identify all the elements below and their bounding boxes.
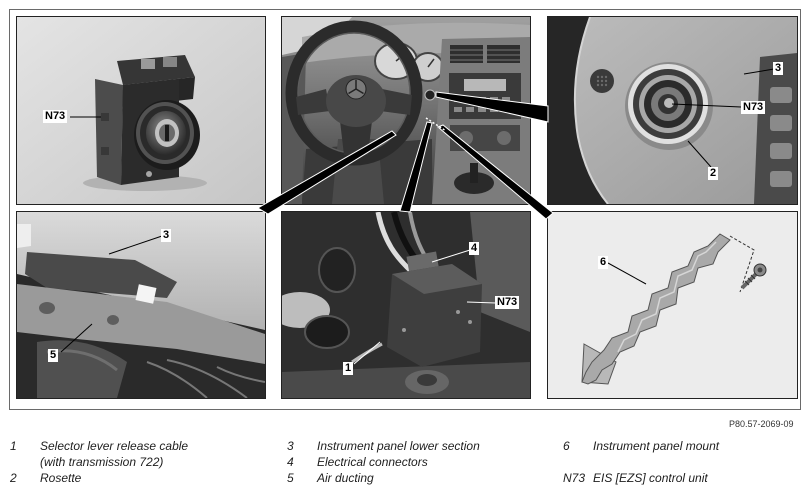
speaker-grille bbox=[590, 69, 614, 93]
legend-key: 4 bbox=[287, 455, 294, 469]
legend-key: 3 bbox=[287, 439, 294, 453]
legend-item: 4 Electrical connectors bbox=[287, 454, 480, 470]
screw bbox=[740, 263, 767, 290]
ignition-switch bbox=[424, 89, 436, 101]
legend-item: 1 Selector lever release cable (with tra… bbox=[10, 438, 188, 470]
callout-3: 3 bbox=[773, 62, 784, 75]
callout-lines bbox=[60, 235, 163, 353]
legend-column: 3 Instrument panel lower section 4 Elect… bbox=[287, 438, 480, 486]
callout-5: 5 bbox=[48, 349, 59, 362]
legend-text: (with transmission 722) bbox=[40, 455, 164, 469]
callout-n73: N73 bbox=[43, 110, 68, 123]
drawing-panel-mount: 6 bbox=[547, 211, 798, 399]
mounting-bracket bbox=[17, 284, 265, 364]
figure-reference: P80.57-2069-09 bbox=[729, 419, 794, 429]
photo-panel-lower-section: 3 5 bbox=[16, 211, 266, 399]
switch-strip bbox=[754, 53, 797, 204]
callout-n73: N73 bbox=[495, 296, 520, 309]
panel-mount-drawing bbox=[548, 212, 797, 398]
callout-lines bbox=[671, 68, 775, 168]
legend-text: Selector lever release cable bbox=[40, 439, 189, 453]
callout-1: 1 bbox=[343, 362, 354, 375]
legend-text: Rosette bbox=[40, 471, 82, 485]
legend-key: N73 bbox=[563, 471, 586, 485]
legend-item: N73 EIS [EZS] control unit bbox=[563, 470, 719, 486]
legend-item: 6 Instrument panel mount bbox=[563, 438, 719, 454]
lock-cylinder bbox=[134, 100, 200, 170]
legend-text: Instrument panel mount bbox=[593, 439, 720, 453]
lower-section-photo bbox=[17, 212, 265, 398]
legend-item: 2 Rosette bbox=[10, 470, 188, 486]
control-unit bbox=[387, 264, 482, 367]
photo-panel-control-unit: N73 bbox=[16, 16, 266, 205]
legend-key: 6 bbox=[563, 439, 570, 453]
photo-panel-ignition-switch: 3 N73 2 bbox=[547, 16, 798, 205]
legend-key: 2 bbox=[10, 471, 17, 485]
legend-column: 6 Instrument panel mount N73 EIS [EZS] c… bbox=[563, 438, 719, 486]
photo-panel-installed-unit: 4 N73 1 bbox=[281, 211, 531, 399]
callout-4: 4 bbox=[469, 242, 480, 255]
legend-key: 1 bbox=[10, 439, 17, 453]
legend-key: 5 bbox=[287, 471, 294, 485]
dashboard-photo bbox=[282, 17, 530, 204]
legend-column: 1 Selector lever release cable (with tra… bbox=[10, 438, 188, 486]
callout-2: 2 bbox=[708, 167, 719, 180]
ignition-lock-rosette bbox=[625, 62, 713, 150]
legend-item: 5 Air ducting bbox=[287, 470, 480, 486]
legend-text: Instrument panel lower section bbox=[317, 439, 480, 453]
legend-text: EIS [EZS] control unit bbox=[593, 471, 708, 485]
callout-line bbox=[607, 262, 647, 285]
control-unit-photo bbox=[17, 17, 265, 204]
legend-item: 3 Instrument panel lower section bbox=[287, 438, 480, 454]
callout-n73: N73 bbox=[741, 101, 766, 114]
instrument-panel-mount bbox=[581, 233, 731, 385]
center-console bbox=[432, 37, 530, 204]
callout-lines bbox=[353, 249, 497, 365]
callout-6: 6 bbox=[598, 256, 609, 269]
legend-text: Electrical connectors bbox=[317, 455, 428, 469]
callout-3: 3 bbox=[161, 229, 172, 242]
figure-frame bbox=[9, 9, 801, 410]
photo-panel-dashboard bbox=[281, 16, 531, 205]
installed-unit-photo bbox=[282, 212, 530, 398]
steering-column bbox=[548, 17, 608, 204]
legend-text: Air ducting bbox=[317, 471, 374, 485]
